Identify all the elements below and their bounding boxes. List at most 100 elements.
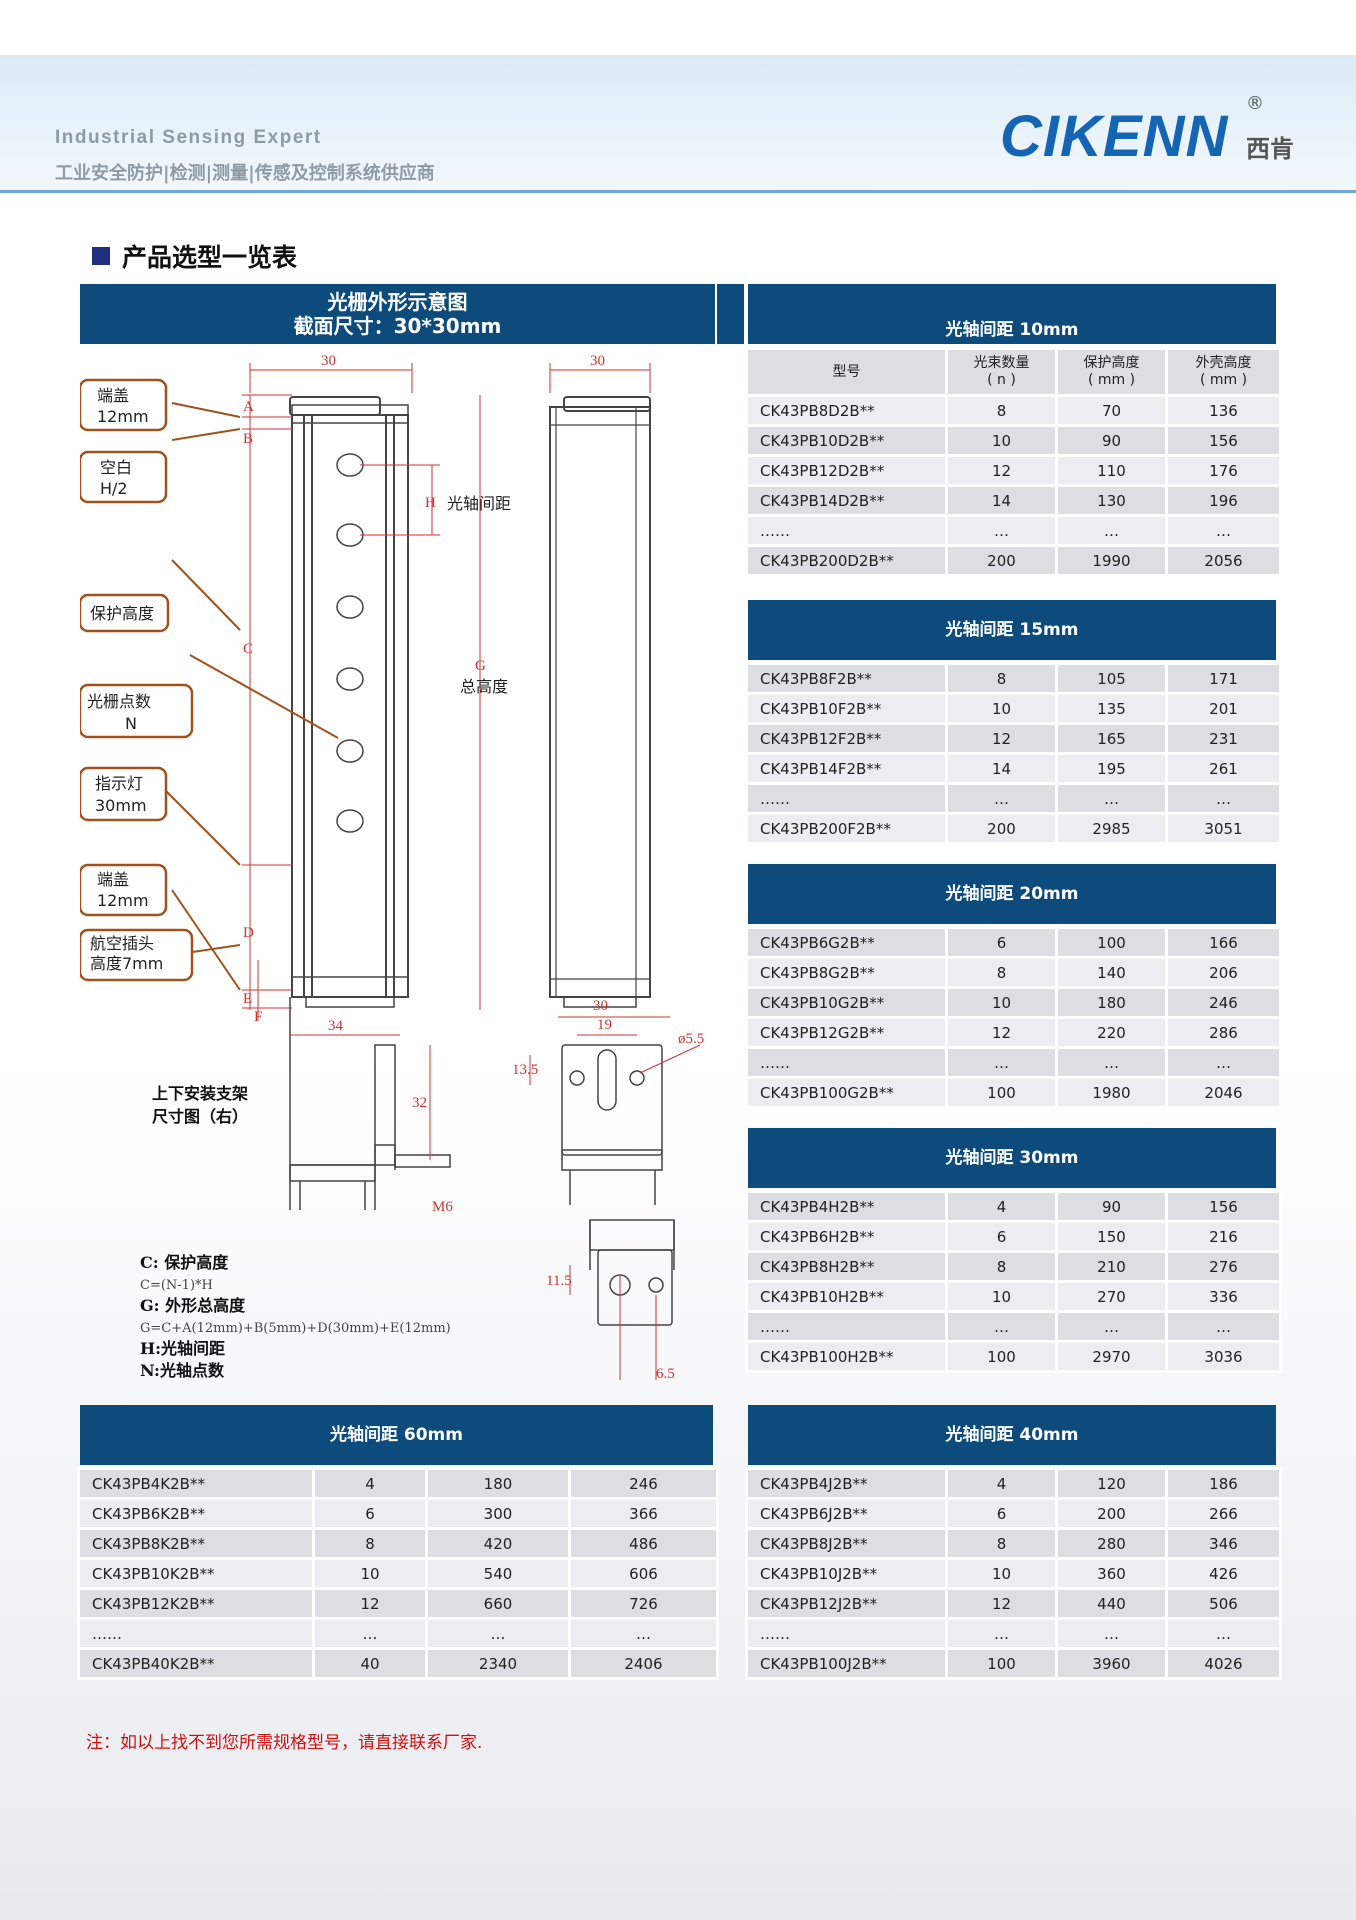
- value-cell: 210: [1055, 1250, 1168, 1283]
- value-cell: 201: [1165, 692, 1282, 725]
- model-cell: ……: [745, 782, 948, 815]
- t30-title: 光轴间距 30mm: [748, 1128, 1276, 1188]
- model-cell: ……: [745, 1046, 948, 1079]
- model-cell: ……: [745, 1310, 948, 1343]
- value-cell: 100: [1055, 926, 1168, 959]
- value-cell: 440: [1055, 1587, 1168, 1620]
- dim-a: A: [243, 399, 254, 415]
- value-cell: 366: [568, 1497, 719, 1530]
- value-cell: 140: [1055, 956, 1168, 989]
- model-cell: ……: [745, 514, 948, 547]
- value-cell: 8: [945, 1250, 1058, 1283]
- t40-title: 光轴间距 40mm: [748, 1405, 1276, 1465]
- value-cell: 6: [945, 926, 1058, 959]
- model-cell: CK43PB10D2B**: [745, 424, 948, 457]
- square-bullet-icon: [92, 247, 110, 265]
- value-cell: 12: [945, 722, 1058, 755]
- dim-bracket2-height: 13.5: [512, 1062, 538, 1078]
- model-cell: CK43PB8J2B**: [745, 1527, 948, 1560]
- model-cell: CK43PB12J2B**: [745, 1587, 948, 1620]
- value-cell: 206: [1165, 956, 1282, 989]
- value-cell: 6: [945, 1497, 1058, 1530]
- value-cell: 200: [1055, 1497, 1168, 1530]
- brand-logo: CIKENN: [1000, 104, 1229, 169]
- model-cell: CK43PB100H2B**: [745, 1340, 948, 1373]
- value-cell: 105: [1055, 662, 1168, 695]
- value-cell: 90: [1055, 1190, 1168, 1223]
- callout-endcap-top: 端盖: [97, 386, 129, 405]
- svg-text:30mm: 30mm: [95, 796, 147, 815]
- table-row: ……………: [745, 1617, 1282, 1650]
- value-cell: 166: [1165, 926, 1282, 959]
- t20-title: 光轴间距 20mm: [748, 864, 1276, 924]
- callout-points: 光栅点数: [87, 692, 151, 711]
- diagram-title-bar: 光栅外形示意图 截面尺寸：30*30mm: [80, 284, 715, 344]
- col-header-protect: 保护高度( mm ): [1055, 347, 1168, 397]
- table-row: ……………: [745, 514, 1282, 547]
- footnote: 注：如以上找不到您所需规格型号，请直接联系厂家.: [86, 1733, 483, 1753]
- legend-g-formula: G=C+A(12mm)+B(5mm)+D(30mm)+E(12mm): [140, 1321, 451, 1336]
- value-cell: 6: [312, 1497, 428, 1530]
- model-cell: CK43PB10F2B**: [745, 692, 948, 725]
- value-cell: 196: [1165, 484, 1282, 517]
- dim-d: D: [243, 925, 254, 941]
- section-title: 产品选型一览表: [92, 238, 297, 274]
- model-cell: ……: [77, 1617, 315, 1650]
- dim-bracket-width: 34: [328, 1018, 344, 1034]
- value-cell: 3960: [1055, 1647, 1168, 1680]
- value-cell: 136: [1165, 394, 1282, 427]
- svg-text:N: N: [125, 714, 137, 733]
- svg-text:H/2: H/2: [100, 479, 128, 498]
- dim-width-side: 30: [590, 353, 605, 369]
- value-cell: …: [945, 514, 1058, 547]
- model-cell: CK43PB12F2B**: [745, 722, 948, 755]
- dim-bracket3-height: 11.5: [546, 1273, 572, 1289]
- dim-bracket2-hole: ø5.5: [678, 1031, 704, 1047]
- value-cell: 270: [1055, 1280, 1168, 1313]
- value-cell: …: [1055, 1046, 1168, 1079]
- dim-bracket3-width: 6.5: [656, 1366, 675, 1382]
- value-cell: 171: [1165, 662, 1282, 695]
- value-cell: …: [312, 1617, 428, 1650]
- value-cell: 186: [1165, 1467, 1282, 1500]
- dim-h: H: [425, 495, 436, 511]
- value-cell: 276: [1165, 1250, 1282, 1283]
- value-cell: 10: [945, 1557, 1058, 1590]
- model-cell: CK43PB4J2B**: [745, 1467, 948, 1500]
- legend-g: G: 外形总高度: [140, 1296, 246, 1315]
- value-cell: 2985: [1055, 812, 1168, 845]
- legend-h: H:光轴间距: [140, 1339, 225, 1358]
- model-cell: CK43PB10K2B**: [77, 1557, 315, 1590]
- divider-bar: [717, 284, 744, 344]
- model-cell: CK43PB12K2B**: [77, 1587, 315, 1620]
- value-cell: …: [945, 782, 1058, 815]
- value-cell: 70: [1055, 394, 1168, 427]
- table-row: ……………: [745, 1046, 1282, 1079]
- value-cell: …: [1165, 1310, 1282, 1343]
- value-cell: 420: [425, 1527, 571, 1560]
- value-cell: 8: [312, 1527, 428, 1560]
- value-cell: 300: [425, 1497, 571, 1530]
- value-cell: 426: [1165, 1557, 1282, 1590]
- value-cell: 2406: [568, 1647, 719, 1680]
- tagline-en: Industrial Sensing Expert: [55, 127, 322, 148]
- value-cell: 100: [945, 1340, 1058, 1373]
- dim-bracket2-width: 30: [593, 998, 608, 1014]
- value-cell: …: [1055, 1310, 1168, 1343]
- model-cell: CK43PB6G2B**: [745, 926, 948, 959]
- legend-c: C: 保护高度: [140, 1253, 229, 1272]
